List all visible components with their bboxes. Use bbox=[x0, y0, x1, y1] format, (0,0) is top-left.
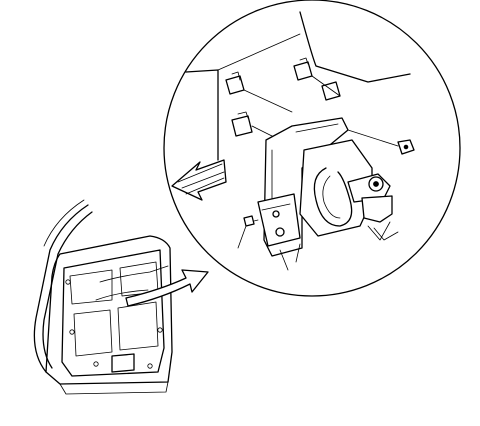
latch-front-plate bbox=[257, 193, 301, 247]
callout-arrow-body bbox=[125, 269, 209, 307]
detail-screw-leader bbox=[237, 225, 247, 249]
door-bottom-edge bbox=[59, 381, 169, 395]
door-window-frame bbox=[33, 204, 89, 373]
removal-arrow-body bbox=[171, 159, 227, 201]
door-hole bbox=[147, 363, 153, 369]
door-panel bbox=[33, 199, 173, 395]
door-hole bbox=[93, 361, 99, 367]
detail-right-leader-lines bbox=[373, 227, 399, 241]
detail-inner-skin-crease bbox=[217, 33, 301, 71]
latch-cable-loop bbox=[313, 167, 353, 227]
latch-right-bracket bbox=[361, 195, 393, 223]
detail-inner-skin-top bbox=[299, 11, 411, 83]
magnified-detail-circle-icon bbox=[163, 0, 461, 297]
door-hole bbox=[69, 329, 75, 335]
removal-direction-arrow-icon bbox=[171, 159, 227, 201]
latch-pivot-center bbox=[373, 181, 379, 187]
door-latch-rod-upper bbox=[99, 265, 169, 283]
detail-screw bbox=[243, 215, 255, 227]
latch-front-plate-bend bbox=[261, 203, 291, 211]
detail-latch-plate-lip bbox=[295, 123, 339, 133]
door-hole bbox=[157, 327, 163, 333]
detail-mounting-clip-upper-left bbox=[225, 71, 293, 113]
door-outer-shell bbox=[45, 235, 173, 385]
detail-mounting-clip-upper-right bbox=[293, 57, 341, 101]
latch-screw-hole bbox=[272, 210, 280, 218]
bolt-leader-line bbox=[347, 129, 399, 147]
door-window-frame-inner bbox=[42, 211, 93, 369]
latch-screw-hole bbox=[275, 227, 285, 237]
door-latch-rod-lower bbox=[95, 289, 149, 301]
bolt-center bbox=[403, 144, 409, 150]
latch-striker-notch bbox=[367, 221, 391, 241]
door-panel-opening-upper-left bbox=[69, 269, 113, 305]
door-inner-panel bbox=[61, 249, 165, 377]
latch-cable-loop-inner bbox=[322, 175, 341, 219]
door-hole bbox=[65, 279, 71, 285]
detail-circle-outline bbox=[163, 0, 461, 297]
detail-inner-skin-edge bbox=[185, 69, 219, 161]
removal-arrow-hatching bbox=[177, 163, 225, 195]
door-panel-opening-lower-right bbox=[117, 301, 159, 351]
door-latch-icon bbox=[249, 139, 393, 247]
detail-lower-leader-lines bbox=[279, 243, 301, 271]
door-lower-bracket bbox=[111, 353, 135, 373]
bolt-icon bbox=[347, 129, 415, 155]
door-window-frame-edge bbox=[43, 199, 85, 247]
curved-callout-arrow-icon bbox=[125, 269, 209, 307]
door-panel-opening-lower-left bbox=[73, 309, 113, 357]
